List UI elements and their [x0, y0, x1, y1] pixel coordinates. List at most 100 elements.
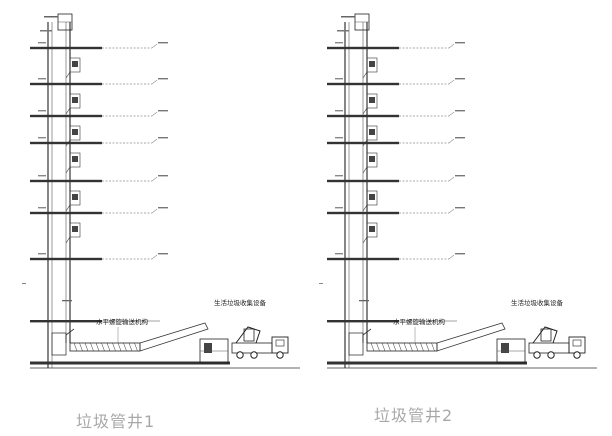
level-mark	[158, 110, 168, 112]
level-mark	[455, 110, 465, 112]
screw-flight	[392, 342, 397, 352]
screw-flight	[409, 342, 413, 352]
collection-label: 生活垃圾收集设备	[511, 298, 564, 307]
inlet-hopper-4	[366, 152, 378, 168]
screw-flight	[403, 342, 408, 352]
level-mark	[158, 78, 168, 80]
screw-flight	[117, 342, 122, 352]
screw-flight	[134, 342, 138, 352]
floor-note-mark	[335, 137, 343, 139]
side-note-mark	[359, 300, 369, 302]
screw-flight	[128, 342, 133, 352]
inlet-door-5	[72, 194, 78, 200]
floor-slab-5	[30, 179, 102, 183]
ground-floor-slab	[30, 320, 102, 323]
floor-note-mark	[38, 110, 46, 112]
level-mark	[158, 207, 168, 209]
inlet-hopper-6	[69, 222, 81, 238]
truck-bed	[231, 342, 273, 354]
chute-base-box	[51, 332, 67, 356]
inlet-chute	[65, 166, 71, 174]
collection-unit-motor	[501, 343, 509, 353]
truck-bed	[528, 342, 570, 354]
level-mark	[455, 137, 465, 139]
side-note-mark	[319, 283, 323, 284]
inlet-chute	[65, 71, 71, 79]
level-tick	[151, 43, 158, 49]
inlet-hopper-3	[366, 125, 378, 141]
floor-slab-1	[327, 46, 399, 50]
inlet-door-5	[369, 194, 375, 200]
floor-note-mark	[38, 207, 46, 209]
floor-note-mark	[38, 175, 46, 177]
floor-note-mark	[335, 42, 343, 44]
truck-wheel-2	[547, 351, 555, 359]
inlet-chute	[362, 166, 368, 174]
floor-note-mark	[335, 110, 343, 112]
drawing-2-caption: 垃圾管井2	[374, 406, 454, 425]
inclined-conveyor	[139, 322, 209, 352]
level-mark	[158, 42, 168, 44]
truck-bin	[540, 328, 552, 342]
inlet-hopper-2	[69, 93, 81, 109]
inlet-door-2	[72, 97, 78, 103]
floor-slab-5	[327, 179, 399, 183]
inlet-door-4	[72, 156, 78, 162]
inlet-chute	[362, 107, 368, 115]
screw-flight	[101, 342, 105, 352]
level-mark	[158, 253, 168, 255]
level-tick	[151, 208, 158, 214]
truck-cab	[568, 336, 586, 354]
floor-slab-4	[30, 141, 102, 145]
truck-wheel-3	[276, 351, 284, 359]
inlet-hopper-5	[366, 190, 378, 206]
truck-wheel-1	[236, 351, 244, 359]
inlet-hopper-2	[366, 93, 378, 109]
level-tick	[448, 79, 455, 85]
level-tick	[151, 111, 158, 117]
inlet-chute	[65, 236, 71, 244]
roof-note-line	[337, 30, 349, 32]
level-mark	[455, 42, 465, 44]
roof-note-line	[44, 16, 58, 18]
level-mark	[455, 253, 465, 255]
screw-flight	[381, 342, 386, 352]
inlet-door-3	[72, 129, 78, 135]
inlet-chute	[362, 139, 368, 147]
ground-slab	[327, 361, 527, 365]
level-tick	[151, 138, 158, 144]
screw-flight	[387, 342, 391, 352]
level-tick	[448, 138, 455, 144]
inlet-chute	[362, 204, 368, 212]
floor-slab-4	[327, 141, 399, 145]
screw-flight	[414, 342, 419, 352]
floor-note-mark	[335, 253, 343, 255]
floor-slab-3	[30, 114, 102, 118]
chute-section-drawing-2: 水平螺旋输送机构 生活垃圾收集设备	[319, 13, 597, 369]
floor-slab-6	[327, 211, 399, 215]
floor-slab-2	[327, 82, 399, 86]
screw-flight	[425, 342, 430, 352]
level-tick	[151, 254, 158, 260]
conveyor-label: 水平螺旋输送机构	[393, 317, 446, 326]
screw-flight	[112, 342, 116, 352]
screw-flight	[420, 342, 424, 352]
screw-flight	[95, 342, 100, 352]
screw-flight	[90, 342, 94, 352]
screw-flight	[73, 342, 78, 352]
ground-floor-slab	[327, 320, 399, 323]
inlet-hopper-1	[366, 57, 378, 73]
screw-flight	[370, 342, 375, 352]
floor-slab-2	[30, 82, 102, 86]
inlet-chute	[65, 139, 71, 147]
inlet-door-2	[369, 97, 375, 103]
floor-slab-3	[327, 114, 399, 118]
roof-note-line	[40, 30, 52, 32]
level-tick	[448, 111, 455, 117]
inlet-chute	[65, 204, 71, 212]
roof-note-line	[341, 16, 355, 18]
side-note-mark	[62, 300, 72, 302]
screw-flight	[398, 342, 402, 352]
